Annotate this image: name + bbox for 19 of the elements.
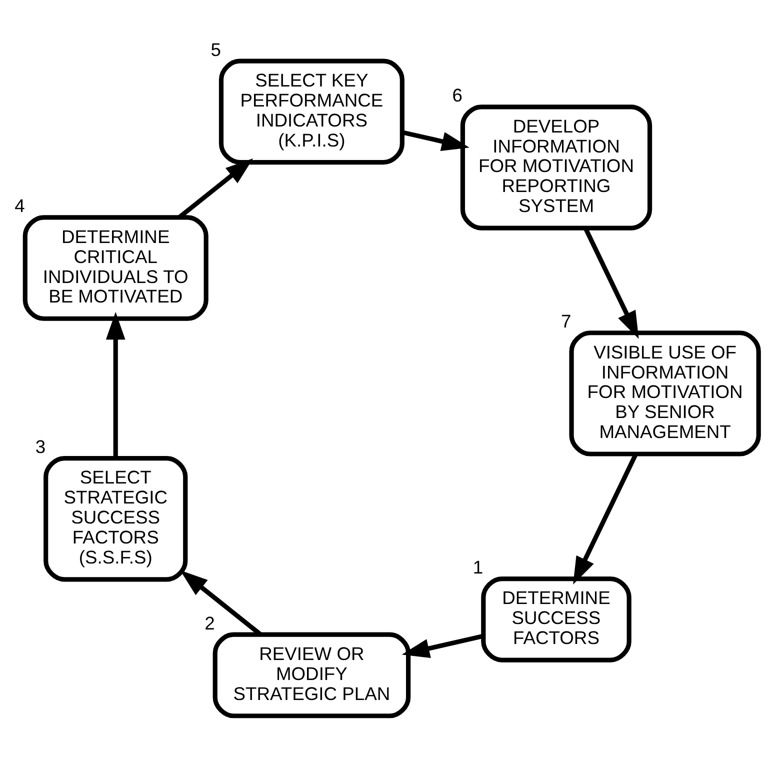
node-label: 2 [204, 612, 215, 634]
node-label: 6 [452, 84, 462, 106]
node-box: SELECT KEY PERFORMANCE INDICATORS (K.P.I.S) [218, 58, 404, 165]
node-box: DETERMINE CRITICAL INDIVIDUALS TO BE MOTIVATED [22, 215, 208, 321]
node-label: 3 [35, 436, 46, 458]
node-label: 4 [14, 195, 25, 216]
node-box: DEVELOP INFORMATION FOR MOTIVATION REPORTING SYSTEM [460, 104, 652, 230]
node-box: REVIEW OR MODIFY STRATEGIC PLAN [212, 632, 411, 718]
arrow [106, 312, 126, 458]
node-label: 5 [210, 38, 221, 60]
arrow [402, 130, 470, 151]
node-box: VISIBLE USE OF INFORMATION FOR MOTIVATION BY SENIOR MANAGEMENT [569, 330, 761, 456]
node-label: 1 [472, 556, 484, 578]
node-label: 7 [561, 310, 572, 332]
node-box: SELECT STRATEGIC SUCCESS FACTORS (S.S.F.S) [44, 456, 188, 582]
node-box: DETERMINE SUCCESS FACTORS [481, 576, 632, 662]
arrow [402, 634, 484, 658]
arrow [584, 228, 639, 339]
arrow [573, 454, 638, 584]
